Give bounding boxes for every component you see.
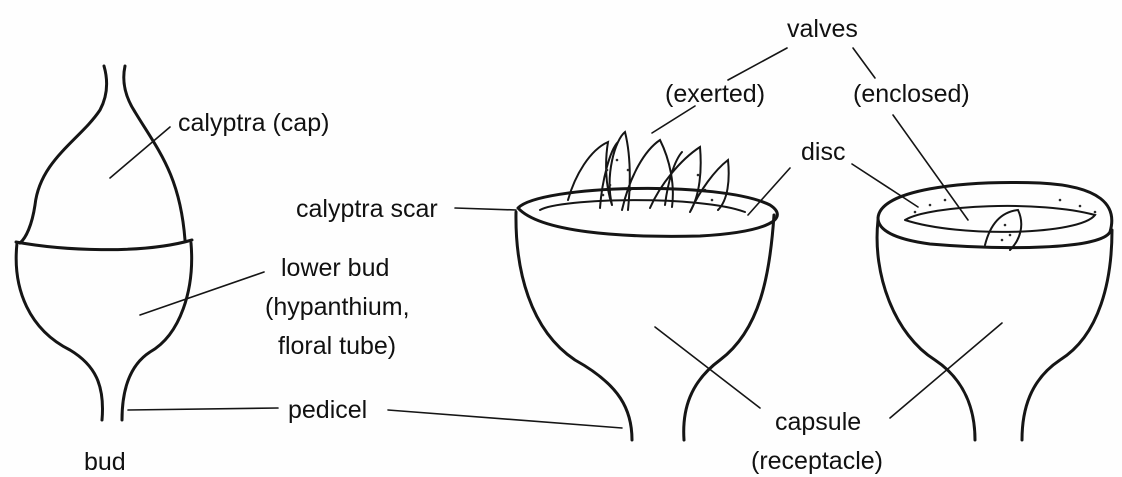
label-exerted: (exerted) xyxy=(665,80,765,108)
label-bud: bud xyxy=(84,448,126,476)
label-capsule: capsule xyxy=(775,408,861,436)
calyptra-outline xyxy=(20,66,185,243)
capsule-rim xyxy=(518,188,777,236)
label-floral-tube: floral tube) xyxy=(278,332,396,360)
bud-drawing xyxy=(16,66,192,420)
leader-valves-left xyxy=(728,48,787,80)
label-disc: disc xyxy=(801,138,845,166)
leader-exerted xyxy=(652,106,695,133)
label-pedicel: pedicel xyxy=(288,396,367,424)
capsule2-rim-outer xyxy=(878,182,1112,247)
leader-pedicel-bud xyxy=(128,408,278,410)
leader-disc-right xyxy=(852,164,918,207)
capsule-rim-inner xyxy=(540,200,745,212)
lower-bud-outline xyxy=(16,243,191,420)
leader-disc-left xyxy=(748,168,790,215)
capsule-exerted-drawing xyxy=(516,132,777,440)
label-enclosed: (enclosed) xyxy=(853,80,970,108)
label-calyptra: calyptra (cap) xyxy=(178,109,329,137)
label-valves: valves xyxy=(787,15,858,43)
leader-capsule-right xyxy=(890,323,1002,418)
leader-valves-right xyxy=(853,48,875,78)
label-lower-bud: lower bud xyxy=(281,254,389,282)
leader-capsule-left xyxy=(655,327,760,408)
leader-pedicel-capsule xyxy=(388,410,622,428)
capsule-body-outline xyxy=(516,212,774,440)
capsule-enclosed-drawing xyxy=(877,182,1112,440)
label-hypanthium: (hypanthium, xyxy=(265,293,410,321)
bud-join-line xyxy=(16,240,192,250)
capsule2-rim-inner xyxy=(905,206,1095,232)
label-calyptra-scar: calyptra scar xyxy=(296,195,438,223)
label-receptacle: (receptacle) xyxy=(751,447,883,475)
leader-lower-bud xyxy=(140,272,264,315)
labels: calyptra (cap) lower bud (hypanthium, fl… xyxy=(84,15,970,476)
leader-calyptra-scar xyxy=(455,208,516,210)
capsule2-valve xyxy=(985,210,1021,250)
